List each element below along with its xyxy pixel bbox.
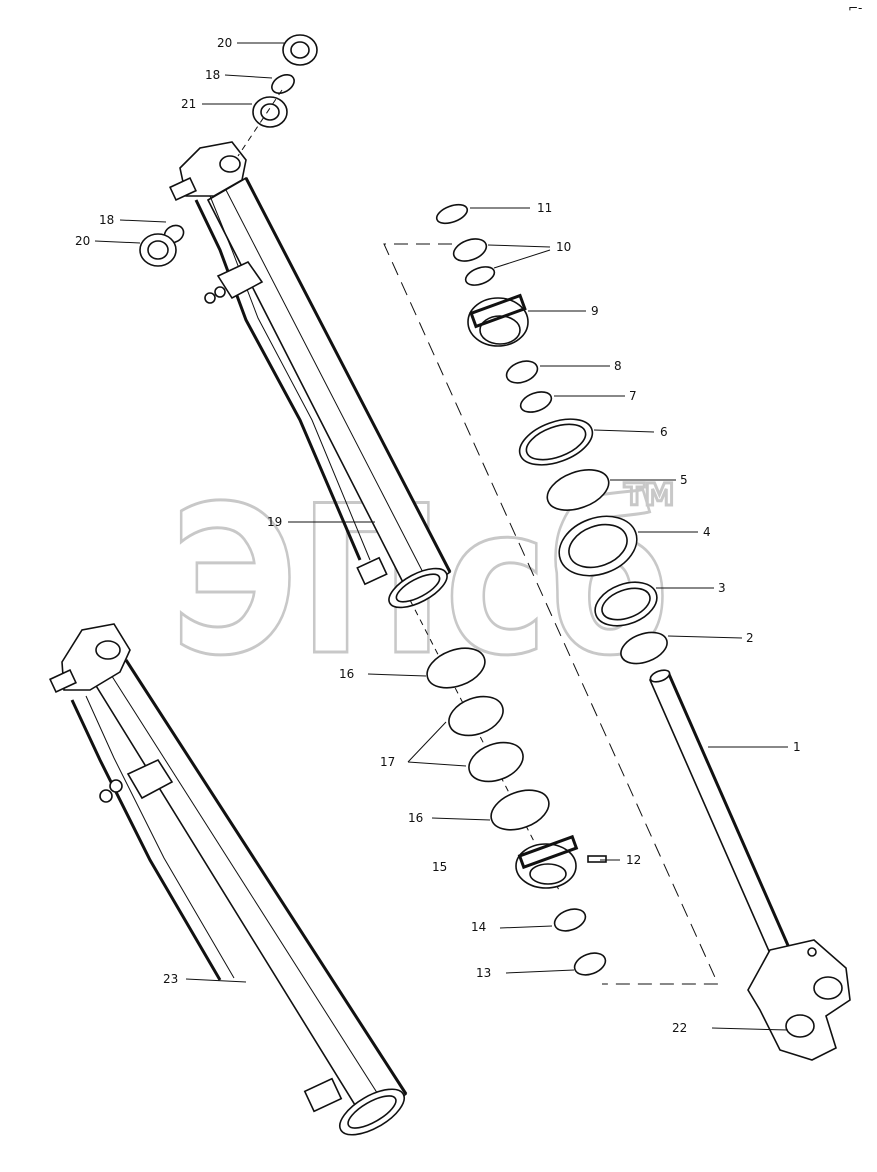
label-15: 15 [432, 860, 447, 874]
label-5: 5 [680, 473, 688, 487]
part-labels: 20 18 21 18 20 19 11 10 9 8 7 6 5 4 3 2 … [75, 36, 801, 1035]
label-4: 4 [703, 525, 711, 539]
label-18-top: 18 [205, 68, 220, 82]
leader-lines [94, 42, 789, 1031]
label-16-lower: 16 [408, 811, 423, 825]
corner-mark: ⌐- [848, 1, 862, 15]
label-8: 8 [614, 359, 622, 373]
label-2: 2 [746, 631, 754, 645]
label-22: 22 [672, 1021, 687, 1035]
piston-rod-seals [435, 203, 668, 665]
label-16-upper: 16 [339, 667, 354, 681]
label-10: 10 [556, 240, 571, 254]
label-20-left: 20 [75, 234, 90, 248]
piston-group [409, 599, 607, 976]
lower-cylinder-barrel [49, 623, 408, 1136]
label-12: 12 [626, 853, 641, 867]
label-1: 1 [793, 740, 801, 754]
label-6: 6 [660, 425, 668, 439]
label-3: 3 [718, 581, 726, 595]
label-19: 19 [267, 515, 282, 529]
left-bushings [139, 224, 185, 267]
label-13: 13 [476, 966, 491, 980]
label-17: 17 [380, 755, 395, 769]
label-21: 21 [181, 97, 196, 111]
piston-rod [648, 669, 851, 1061]
label-18-left: 18 [99, 213, 114, 227]
label-9: 9 [591, 304, 599, 318]
label-14: 14 [471, 920, 486, 934]
label-7: 7 [629, 389, 637, 403]
watermark-tm: TM [624, 478, 674, 513]
upper-cylinder-barrel [169, 141, 452, 609]
label-11: 11 [537, 201, 552, 215]
alignment-lines [383, 243, 719, 985]
label-20-top: 20 [217, 36, 232, 50]
label-23: 23 [163, 972, 178, 986]
top-bushings [237, 34, 318, 157]
